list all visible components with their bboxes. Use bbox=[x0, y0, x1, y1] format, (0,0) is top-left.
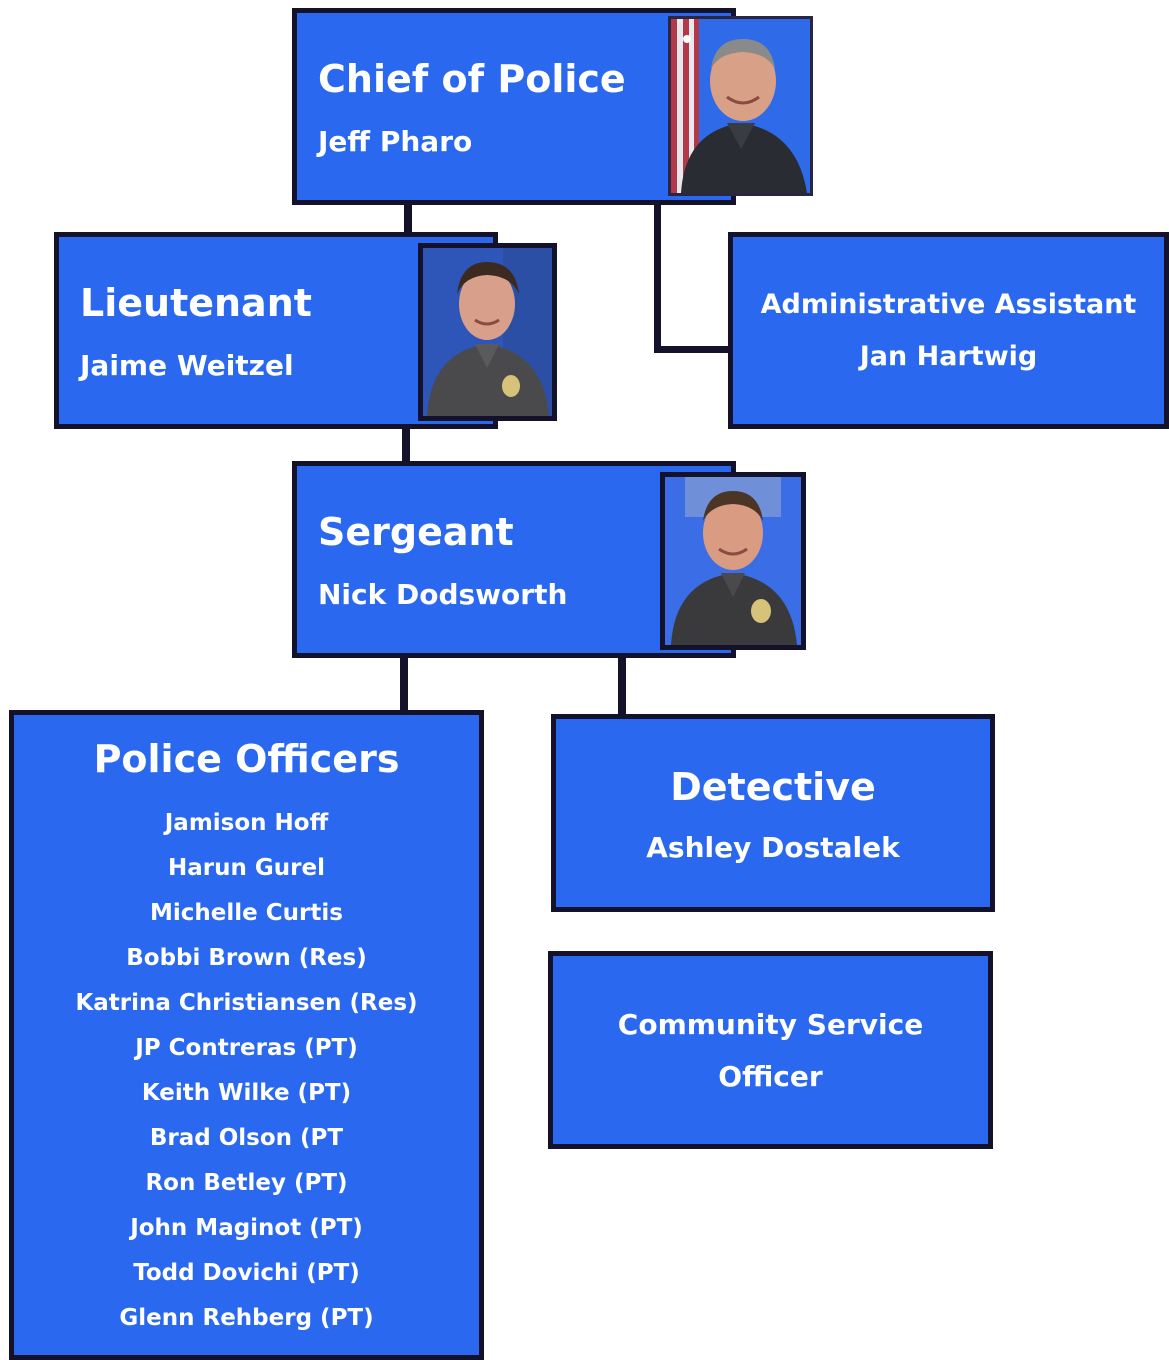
police-officers-box: Police Officers Jamison Hoff Harun Gurel… bbox=[9, 710, 484, 1360]
officer-list-item: Todd Dovichi (PT) bbox=[133, 1260, 360, 1286]
lieutenant-title: Lieutenant bbox=[80, 281, 312, 325]
officer-list-item: John Maginot (PT) bbox=[130, 1215, 363, 1241]
community-service-officer-box: Community Service Officer bbox=[548, 951, 993, 1149]
chief-name: Jeff Pharo bbox=[318, 125, 473, 158]
chief-title: Chief of Police bbox=[318, 57, 626, 101]
administrative-assistant-box: Administrative Assistant Jan Hartwig bbox=[728, 232, 1169, 429]
admin-assistant-name: Jan Hartwig bbox=[859, 341, 1038, 372]
sergeant-name: Nick Dodsworth bbox=[318, 578, 568, 611]
officer-list-item: JP Contreras (PT) bbox=[135, 1035, 358, 1061]
connector-chief-to-admin-vertical bbox=[654, 200, 661, 352]
officer-list-item: Katrina Christiansen (Res) bbox=[75, 990, 418, 1016]
connector-sergeant-to-detective bbox=[618, 655, 626, 719]
officer-list-item: Jamison Hoff bbox=[164, 810, 329, 836]
connector-chief-to-lieutenant bbox=[404, 200, 412, 238]
chief-photo bbox=[668, 16, 813, 196]
community-service-officer-title-line2: Officer bbox=[718, 1060, 823, 1093]
connector-lieutenant-to-sergeant bbox=[402, 425, 410, 465]
connector-chief-to-admin-horizontal bbox=[654, 346, 734, 353]
detective-title: Detective bbox=[670, 765, 876, 809]
officer-list-item: Bobbi Brown (Res) bbox=[126, 945, 367, 971]
lieutenant-name: Jaime Weitzel bbox=[80, 349, 294, 382]
connector-sergeant-to-officers bbox=[400, 655, 408, 715]
officer-list-item: Brad Olson (PT bbox=[149, 1125, 344, 1151]
chief-of-police-box: Chief of Police Jeff Pharo bbox=[292, 8, 736, 205]
officer-list-item: Harun Gurel bbox=[168, 855, 325, 881]
officer-list-item: Michelle Curtis bbox=[150, 900, 343, 926]
lieutenant-photo bbox=[418, 243, 557, 421]
police-officers-list: Jamison Hoff Harun Gurel Michelle Curtis… bbox=[14, 801, 479, 1341]
sergeant-title: Sergeant bbox=[318, 510, 514, 554]
sergeant-photo bbox=[660, 472, 806, 650]
detective-name: Ashley Dostalek bbox=[646, 831, 900, 864]
police-officers-title: Police Officers bbox=[93, 737, 400, 781]
detective-box: Detective Ashley Dostalek bbox=[551, 714, 995, 912]
officer-list-item: Glenn Rehberg (PT) bbox=[119, 1305, 374, 1331]
officer-list-item: Keith Wilke (PT) bbox=[141, 1080, 352, 1106]
community-service-officer-title-line1: Community Service bbox=[617, 1008, 924, 1041]
admin-assistant-title: Administrative Assistant bbox=[760, 289, 1137, 320]
officer-list-item: Ron Betley (PT) bbox=[145, 1170, 348, 1196]
